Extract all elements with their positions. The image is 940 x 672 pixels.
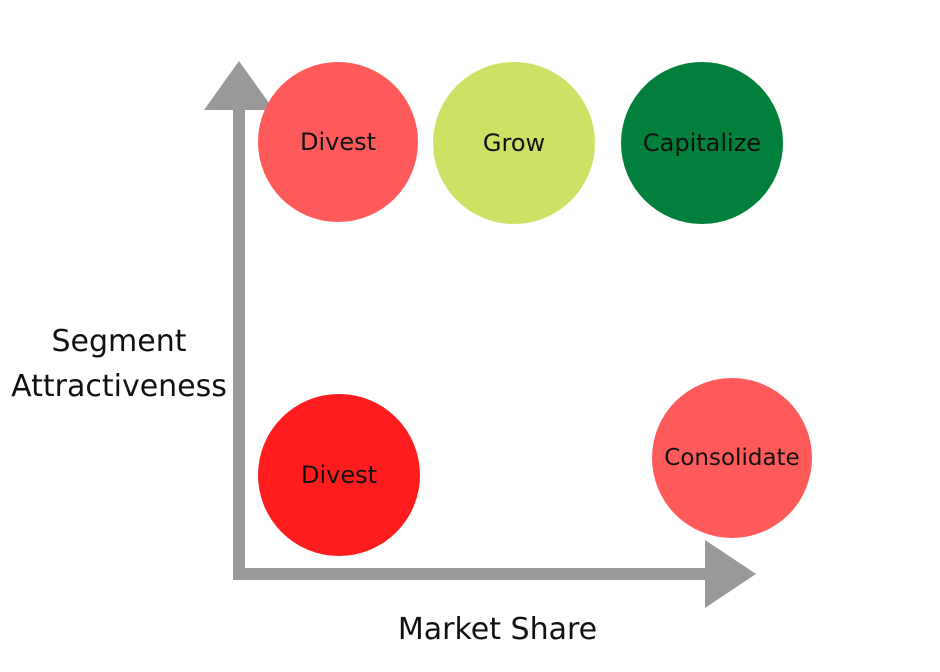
x-axis-label: Market Share [397, 612, 598, 647]
divest-top-circle: Divest [258, 62, 418, 222]
divest-bottom-circle: Divest [258, 394, 420, 556]
x-axis-arrowhead [705, 540, 756, 608]
capitalize-circle: Capitalize [621, 62, 783, 224]
divest-bottom-label: Divest [300, 461, 378, 489]
y-axis-label: Segment Attractiveness [4, 319, 234, 409]
y-axis-line [233, 108, 245, 580]
x-axis-line [233, 568, 711, 580]
y-axis-arrowhead [204, 61, 274, 110]
grow-label: Grow [482, 129, 546, 157]
consolidate-label: Consolidate [664, 445, 800, 471]
y-axis-label-line2: Attractiveness [11, 369, 227, 404]
capitalize-label: Capitalize [642, 129, 762, 157]
grow-circle: Grow [433, 62, 595, 224]
divest-top-label: Divest [299, 128, 377, 156]
y-axis-label-line1: Segment [51, 324, 187, 359]
consolidate-circle: Consolidate [652, 378, 812, 538]
